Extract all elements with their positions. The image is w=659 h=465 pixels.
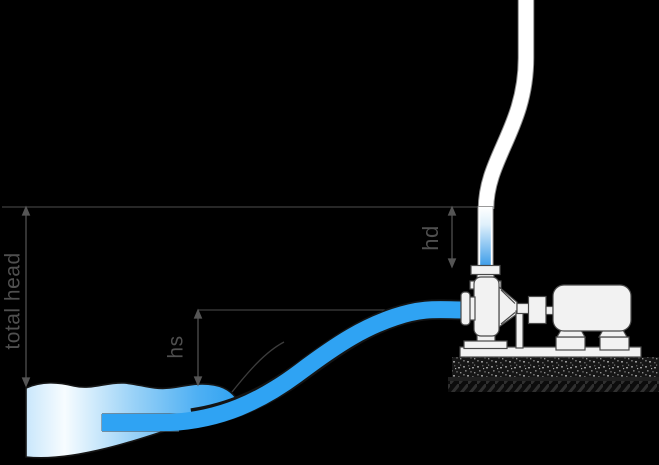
pedestal-base: [463, 340, 508, 350]
frame-support-leg: [515, 310, 524, 349]
motor-foot-rear-base: [599, 336, 630, 351]
baseplate: [459, 346, 642, 358]
discharge-pipe-wall: [478, 0, 534, 210]
electric-motor: [552, 284, 632, 351]
motor-foot-front-base: [555, 336, 586, 351]
suction-pipe-fill: [102, 301, 465, 431]
pump-shaft: [516, 302, 530, 315]
total-head-label: total head: [1, 252, 25, 350]
motor-shaft-stub: [545, 305, 554, 316]
discharge-head-label: hd: [418, 225, 443, 251]
concrete-pad: [452, 357, 659, 377]
discharge-fluid-column: [480, 207, 491, 266]
foundation: [448, 346, 659, 392]
discharge-flange: [470, 264, 501, 276]
ground-hatch: [448, 381, 659, 392]
discharge-pipe: [477, 0, 535, 267]
pump-casing: [473, 276, 500, 337]
coupling: [527, 295, 547, 325]
ground-line: [448, 377, 659, 382]
suction-head-label: hs: [164, 335, 188, 359]
cone-strut-top: [500, 289, 516, 304]
motor-body: [552, 284, 632, 332]
suction-flange: [460, 291, 471, 326]
cone-strut-bottom: [500, 312, 516, 325]
centrifugal-pump: [460, 264, 554, 350]
dimension-lines: [21, 205, 457, 388]
suction-pipe: [102, 299, 465, 431]
water-surface-arc: [231, 341, 285, 393]
